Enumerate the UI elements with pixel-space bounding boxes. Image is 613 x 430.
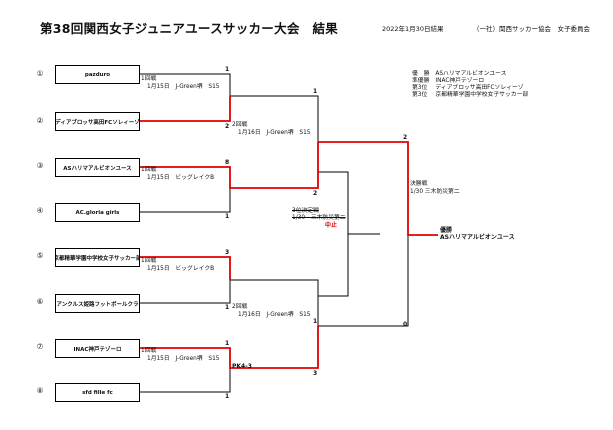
match-round: 2回戦 xyxy=(232,122,248,128)
page-title: 第38回関西女子ジュニアユースサッカー大会 結果 xyxy=(40,21,339,36)
seed-number: ③ xyxy=(36,161,44,170)
match-info: 1回戦 1月15日 ビッグレイクB xyxy=(141,167,214,182)
match-info: 1回戦 1月15日 J-Green堺 S15 xyxy=(141,348,219,363)
score: 1 xyxy=(225,393,230,400)
seed-number: ④ xyxy=(36,206,44,215)
final-round: 決勝戦 xyxy=(410,181,428,187)
team-box: INAC神戸テゾーロ xyxy=(55,339,140,358)
champion-team: ASハリマアルビオンユース xyxy=(440,234,515,241)
score: 2 xyxy=(225,123,230,130)
score: 1 xyxy=(225,304,230,311)
winner-line xyxy=(139,256,231,280)
match-detail: 1月15日 ビッグレイクB xyxy=(147,265,215,272)
score: 2 xyxy=(403,134,408,141)
match-round: 1回戦 xyxy=(141,167,157,173)
third-place-label: 3位決定戦 xyxy=(292,208,319,214)
third-place-detail: 1/30 三木防災第二 xyxy=(292,215,346,221)
pk-note: PK4-3 xyxy=(232,363,252,370)
score: 1 xyxy=(225,213,230,220)
winner-line xyxy=(318,141,438,236)
standing-rank: 優 勝 xyxy=(412,71,430,77)
team-box: pazduro xyxy=(55,65,140,84)
match-detail: 1月16日 J-Green堺 S15 xyxy=(238,129,311,136)
match-round: 1回戦 xyxy=(141,76,157,82)
score: 2 xyxy=(313,190,318,197)
team-box: AC.gloria girls xyxy=(55,203,140,222)
bracket-line xyxy=(318,235,409,327)
team-box: ASハリマアルビオンユース xyxy=(55,158,140,177)
score: 0 xyxy=(403,321,408,328)
standing-rank: 第3位 xyxy=(412,91,428,98)
standing-row: 第3位ディアブロッサ高田FCソレィーゾ xyxy=(412,85,534,92)
match-detail: 1月15日 J-Green堺 S15 xyxy=(147,83,220,90)
standing-row: 準優勝 INAC神戸テゾーロ xyxy=(412,78,534,85)
match-info: 1回戦 1月15日 ビッグレイクB xyxy=(141,258,214,273)
team-box: 京都精華学園中学校女子サッカー部 xyxy=(55,248,140,267)
score: 1 xyxy=(225,340,230,347)
match-detail: 1月15日 ビッグレイクB xyxy=(147,174,215,181)
seed-number: ② xyxy=(36,116,44,125)
cancelled-badge: 中止 xyxy=(325,222,338,229)
team-box: ディアブロッサ高田FCソレィーゾ xyxy=(55,112,140,131)
bracket-line xyxy=(139,280,231,304)
match-detail: 1月16日 J-Green堺 S15 xyxy=(238,311,311,318)
match-info: 2回戦 1月16日 J-Green堺 S15 xyxy=(232,304,310,319)
bracket-line xyxy=(139,368,231,393)
score: 3 xyxy=(313,370,318,377)
match-round: 1回戦 xyxy=(141,258,157,264)
standing-rank: 第3位 xyxy=(412,84,428,91)
standing-team: INAC神戸テゾーロ xyxy=(435,77,485,84)
winner-line xyxy=(139,326,319,369)
score: 8 xyxy=(225,159,230,166)
bracket-line xyxy=(139,73,231,96)
seed-number: ① xyxy=(36,69,44,78)
standing-row: 第3位京都精華学園中学校女子サッカー部 xyxy=(412,92,534,99)
match-info: 1回戦 1月15日 J-Green堺 S15 xyxy=(141,76,219,91)
standing-team: ディアブロッサ高田FCソレィーゾ xyxy=(435,84,524,91)
score: 1 xyxy=(313,318,318,325)
final-standings: 優 勝 ASハリマアルビオンユース 準優勝 INAC神戸テゾーロ 第3位ディアブロッ… xyxy=(412,71,534,99)
seed-number: ⑤ xyxy=(36,251,44,260)
final-info: 決勝戦 1/30 三木防災第二 xyxy=(410,181,460,196)
match-round: 1回戦 xyxy=(141,348,157,354)
seed-number: ⑦ xyxy=(36,342,44,351)
standing-rank: 準優勝 xyxy=(412,77,430,84)
champion: 優勝 ASハリマアルビオンユース xyxy=(440,227,515,241)
standing-team: ASハリマアルビオンユース xyxy=(435,71,507,77)
score: 1 xyxy=(225,66,230,73)
score: 3 xyxy=(225,249,230,256)
organizer: （一社）関西サッカー協会 女子委員会 xyxy=(473,25,590,33)
seed-number: ⑥ xyxy=(36,297,44,306)
team-box: sfd fille fc xyxy=(55,383,140,402)
bracket-line xyxy=(230,95,319,142)
bracket-line xyxy=(139,188,231,213)
team-box: リアンクルス姫路フットボールクラブ xyxy=(55,294,140,313)
match-detail: 1月15日 J-Green堺 S15 xyxy=(147,355,220,362)
winner-line xyxy=(139,96,231,122)
result-date: 2022年1月30日結果 xyxy=(382,25,444,33)
match-info: 2回戦 1月16日 J-Green堺 S15 xyxy=(232,122,310,137)
standing-team: 京都精華学園中学校女子サッカー部 xyxy=(435,91,529,98)
score: 1 xyxy=(313,88,318,95)
seed-number: ⑧ xyxy=(36,386,44,395)
bracket-line xyxy=(230,279,319,326)
champion-label: 優勝 xyxy=(440,227,453,234)
standing-row: 優 勝 ASハリマアルビオンユース xyxy=(412,71,534,78)
winner-line xyxy=(139,142,319,189)
match-round: 2回戦 xyxy=(232,304,248,310)
final-detail: 1/30 三木防災第二 xyxy=(410,188,460,195)
bracket-line xyxy=(318,171,349,297)
